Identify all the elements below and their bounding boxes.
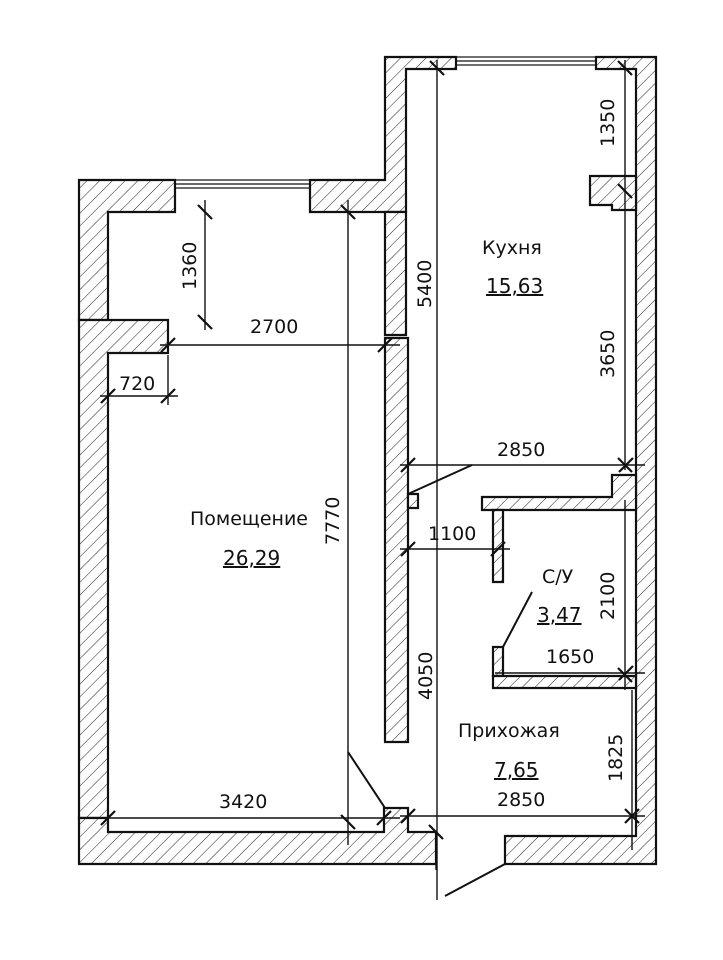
wall-bath-top [480,473,638,512]
room-name-bathroom: С/У [542,566,574,588]
room-area-bathroom: 3,47 [537,603,582,627]
walls [77,55,658,866]
room-labels: Помещение 26,29 Кухня 15,63 С/У 3,47 При… [190,237,582,782]
room-name-living: Помещение [190,508,308,530]
doors [347,464,533,897]
dim-2100: 2100 [597,572,619,620]
door-living [347,751,386,809]
wall-left-top-right [308,55,458,214]
windows [174,56,597,189]
wall-bath-left-upper [491,508,505,584]
dim-2850-top: 2850 [497,439,545,461]
dim-1825: 1825 [605,734,627,782]
dim-2700: 2700 [250,316,298,338]
door-kitchen [407,464,473,495]
dim-1350: 1350 [597,99,619,147]
wall-bath-bottom [491,674,638,690]
wall-left-top-left [77,178,177,322]
wall-partition-long [383,336,410,744]
wall-left-bottom [77,806,438,866]
room-area-living: 26,29 [223,546,280,570]
room-area-kitchen: 15,63 [486,274,543,298]
dim-720: 720 [119,373,155,395]
dim-2850-bottom: 2850 [497,789,545,811]
wall-right-niche [588,174,638,212]
dim-5400: 5400 [414,260,436,308]
dim-3420: 3420 [219,791,267,813]
room-name-hallway: Прихожая [458,720,560,742]
door-entrance [444,863,506,897]
dim-3650: 3650 [597,330,619,378]
door-bathroom [502,591,533,648]
dim-1100: 1100 [428,523,476,545]
dimension-labels: 1360 2700 720 7770 3420 5400 1350 3650 2… [119,99,627,813]
wall-right-top [503,55,658,866]
room-name-kitchen: Кухня [482,237,542,259]
dim-7770: 7770 [322,497,344,545]
dim-1360: 1360 [179,242,201,290]
dimension-lines [100,60,645,900]
dim-1650: 1650 [546,646,594,668]
wall-partition-stub [406,492,420,510]
wall-center-partition [383,210,408,337]
dim-4050: 4050 [415,652,437,700]
wall-bath-left-lower [491,645,505,678]
room-area-hallway: 7,65 [494,758,539,782]
